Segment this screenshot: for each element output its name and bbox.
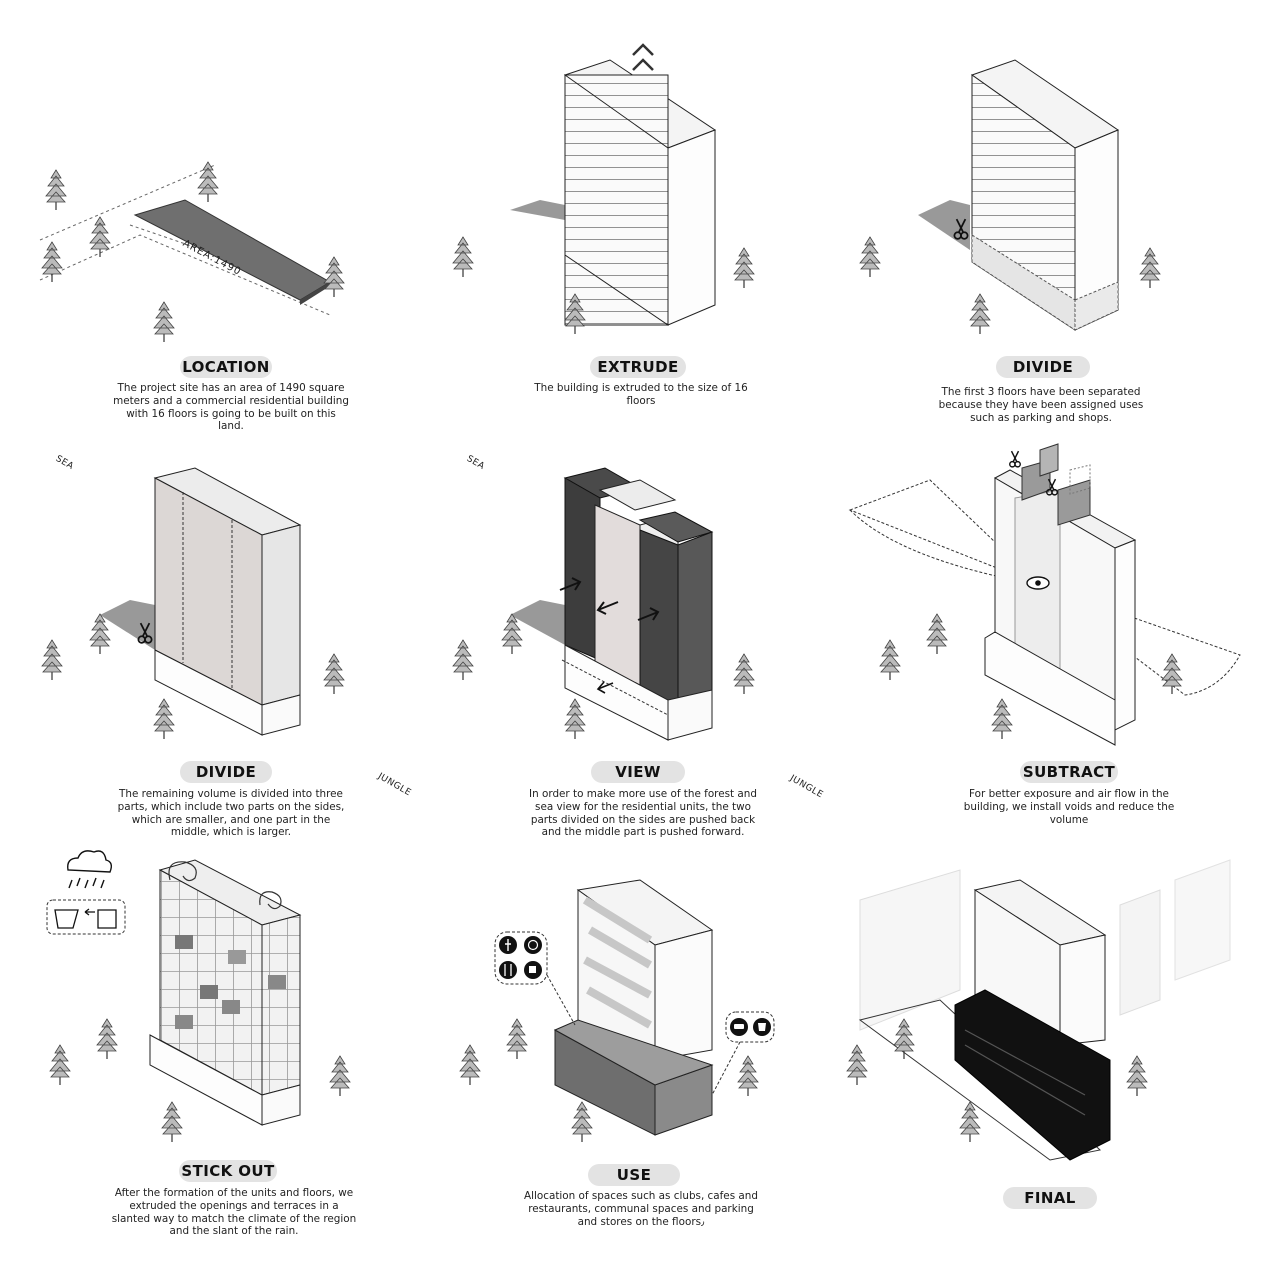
step-title: SUBTRACT — [1020, 761, 1118, 783]
tree-icon — [571, 1101, 593, 1143]
tree-icon — [1126, 1055, 1148, 1097]
use-illustration — [553, 879, 714, 1136]
step-description: In order to make more use of the forest … — [529, 788, 757, 839]
tree-icon — [991, 698, 1013, 740]
tree-icon — [733, 653, 755, 695]
tree-icon — [41, 639, 63, 681]
cafe-icon — [524, 961, 542, 979]
use-icon-callout-right — [711, 1011, 775, 1096]
divide-base-illustration — [918, 59, 1120, 331]
step-title: EXTRUDE — [590, 356, 686, 378]
tree-icon — [893, 1018, 915, 1060]
arrow-icon — [559, 577, 582, 591]
walking-icon — [499, 936, 517, 954]
extrude-illustration — [510, 59, 717, 326]
tree-icon — [926, 613, 948, 655]
step-title: VIEW — [591, 761, 685, 783]
step-description: After the formation of the units and flo… — [111, 1187, 357, 1238]
view-illustration — [510, 467, 714, 741]
tree-icon — [501, 613, 523, 655]
step-description: For better exposure and air flow in the … — [963, 788, 1175, 826]
tree-icon — [197, 161, 219, 203]
tree-icon — [452, 639, 474, 681]
arrow-icon — [596, 681, 614, 694]
tree-icon — [959, 1101, 981, 1143]
tree-icon — [846, 1044, 868, 1086]
tree-icon — [89, 216, 111, 258]
eye-icon — [1026, 576, 1050, 590]
globe-icon — [524, 936, 542, 954]
tree-icon — [1161, 653, 1183, 695]
final-illustration — [858, 859, 1231, 1161]
tree-icon — [41, 241, 63, 283]
tree-icon — [737, 1055, 759, 1097]
step-description: The first 3 floors have been separated b… — [938, 386, 1144, 424]
step-description: The project site has an area of 1490 squ… — [113, 382, 349, 433]
step-title: DIVIDE — [996, 356, 1090, 378]
tree-icon — [161, 1101, 183, 1143]
tree-icon — [733, 247, 755, 289]
tree-icon — [153, 301, 175, 343]
tree-icon — [49, 1044, 71, 1086]
step-title: STICK OUT — [179, 1160, 277, 1182]
use-icon-callout-left — [494, 931, 576, 1026]
step-description: Allocation of spaces such as clubs, cafe… — [524, 1190, 758, 1228]
tree-icon — [45, 169, 67, 211]
step-title: USE — [588, 1164, 680, 1186]
step-title: DIVIDE — [180, 761, 272, 783]
tree-icon — [459, 1044, 481, 1086]
tree-icon — [452, 236, 474, 278]
arrow-icon — [596, 601, 619, 615]
tree-icon — [1139, 247, 1161, 289]
double-chevron-up-icon — [632, 43, 654, 71]
tree-icon — [879, 639, 901, 681]
scissors-icon — [1009, 450, 1021, 468]
tree-icon — [323, 653, 345, 695]
subtract-illustration — [848, 443, 1241, 746]
tree-icon — [506, 1018, 528, 1060]
tree-icon — [969, 293, 991, 335]
tree-icon — [564, 698, 586, 740]
restaurant-icon — [499, 961, 517, 979]
wind-swirl-icon — [168, 861, 282, 910]
arrow-icon — [637, 607, 660, 621]
tree-icon — [859, 236, 881, 278]
divide-parts-illustration — [100, 467, 302, 736]
step-description: The building is extruded to the size of … — [534, 382, 748, 407]
tree-icon — [96, 1018, 118, 1060]
tree-icon — [153, 698, 175, 740]
step-title: LOCATION — [180, 356, 272, 378]
step-description: The remaining volume is divided into thr… — [117, 788, 345, 839]
shop-icon — [753, 1018, 771, 1036]
tree-icon — [89, 613, 111, 655]
car-icon — [730, 1018, 748, 1036]
rain-cloud-icon — [46, 850, 126, 935]
step-title: FINAL — [1003, 1187, 1097, 1209]
tree-icon — [323, 256, 345, 298]
tree-icon — [329, 1055, 351, 1097]
stick-out-illustration — [149, 859, 302, 1126]
